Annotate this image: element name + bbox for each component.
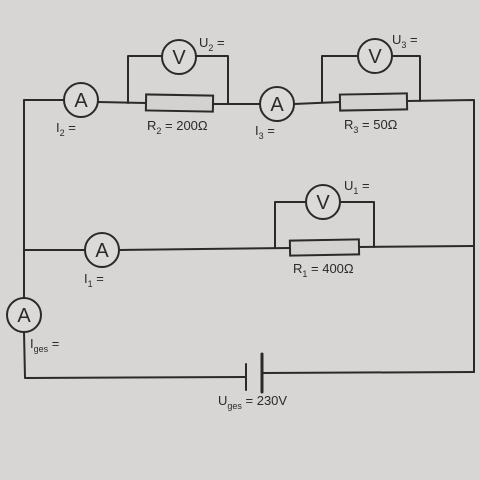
label-i2: I2 = [56,120,76,138]
label-r1: R1 = 400Ω [293,261,354,279]
label-iges: Iges = [30,336,59,354]
label-r1-sub: 1 [302,269,307,279]
wire-v3-loop [321,55,421,103]
ammeter-i3-ring [259,86,295,122]
voltage-source [245,352,264,394]
label-i3-sub: 3 [259,131,264,141]
label-u1-rest: = [358,178,369,193]
label-r3-sub: 3 [353,125,358,135]
label-iges-sub: ges [34,344,49,354]
ammeter-i2: A [63,82,99,118]
voltmeter-u3-ring [357,38,393,74]
ammeter-i1-letter: A [95,240,109,262]
ammeter-i2-letter: A [74,90,88,112]
label-r2-base: R [147,118,156,133]
label-u3-base: U [392,32,401,47]
voltmeter-u1: V [305,184,341,220]
label-u2: U2 = [199,35,225,53]
label-i2-sub: 2 [60,128,65,138]
label-uges-sub: ges [227,401,242,411]
voltmeter-u1-letter: V [316,192,330,214]
label-r2-rest: = 200Ω [161,118,208,133]
label-u3-rest: = [406,32,417,47]
ammeter-i3-letter: A [270,94,284,116]
label-i3-base: I [255,123,259,138]
voltmeter-u2: V [161,39,197,75]
label-r2-sub: 2 [156,126,161,136]
wire-r3-to-right [406,99,475,373]
label-u2-base: U [199,35,208,50]
resistor-r1 [288,238,361,257]
label-r1-rest: = 400Ω [307,261,354,276]
label-r1-base: R [293,261,302,276]
label-uges-base: U [218,393,227,408]
voltmeter-u2-letter: V [172,47,186,69]
ammeter-iges-letter: A [17,305,31,327]
wire-v2-loop [127,55,229,105]
label-r3-rest: = 50Ω [358,117,397,132]
wire-r1-to-right [358,245,475,248]
label-i1-base: I [84,271,88,286]
label-i2-rest: = [65,120,76,135]
wire-a1-to-r1 [119,247,291,251]
resistor-r2 [144,93,215,113]
wire-left-bottom [23,331,247,379]
label-u1-sub: 1 [353,186,358,196]
label-iges-rest: = [48,336,59,351]
voltmeter-u3-letter: V [368,46,382,68]
ammeter-i1: A [84,232,120,268]
ammeter-i2-ring [63,82,99,118]
voltmeter-u3: V [357,38,393,74]
wire-a2-to-r2 [97,101,147,104]
resistor-r3 [338,92,409,112]
label-u1: U1 = [344,178,370,196]
wire-v1-loop [274,201,375,249]
label-u2-sub: 2 [208,43,213,53]
label-i1-sub: 1 [88,279,93,289]
label-i1-rest: = [93,271,104,286]
label-u3: U3 = [392,32,418,50]
label-u1-base: U [344,178,353,193]
label-i3: I3 = [255,123,275,141]
wire-a3-to-r3 [293,101,341,105]
label-uges-rest: = 230V [242,393,288,408]
label-i3-rest: = [264,123,275,138]
voltmeter-u2-ring [161,39,197,75]
label-uges: Uges = 230V [218,393,287,411]
label-i2-base: I [56,120,60,135]
label-r2: R2 = 200Ω [147,118,208,136]
ammeter-i1-ring [84,232,120,268]
wires [23,55,475,379]
voltmeter-u1-ring [305,184,341,220]
label-iges-base: I [30,336,34,351]
label-r3: R3 = 50Ω [344,117,398,135]
label-u3-sub: 3 [401,40,406,50]
wire-bottom-right [261,371,475,374]
ammeter-iges: A [6,297,42,333]
label-u2-rest: = [213,35,224,50]
label-i1: I1 = [84,271,104,289]
ammeter-iges-ring [6,297,42,333]
label-r3-base: R [344,117,353,132]
ammeter-i3: A [259,86,295,122]
